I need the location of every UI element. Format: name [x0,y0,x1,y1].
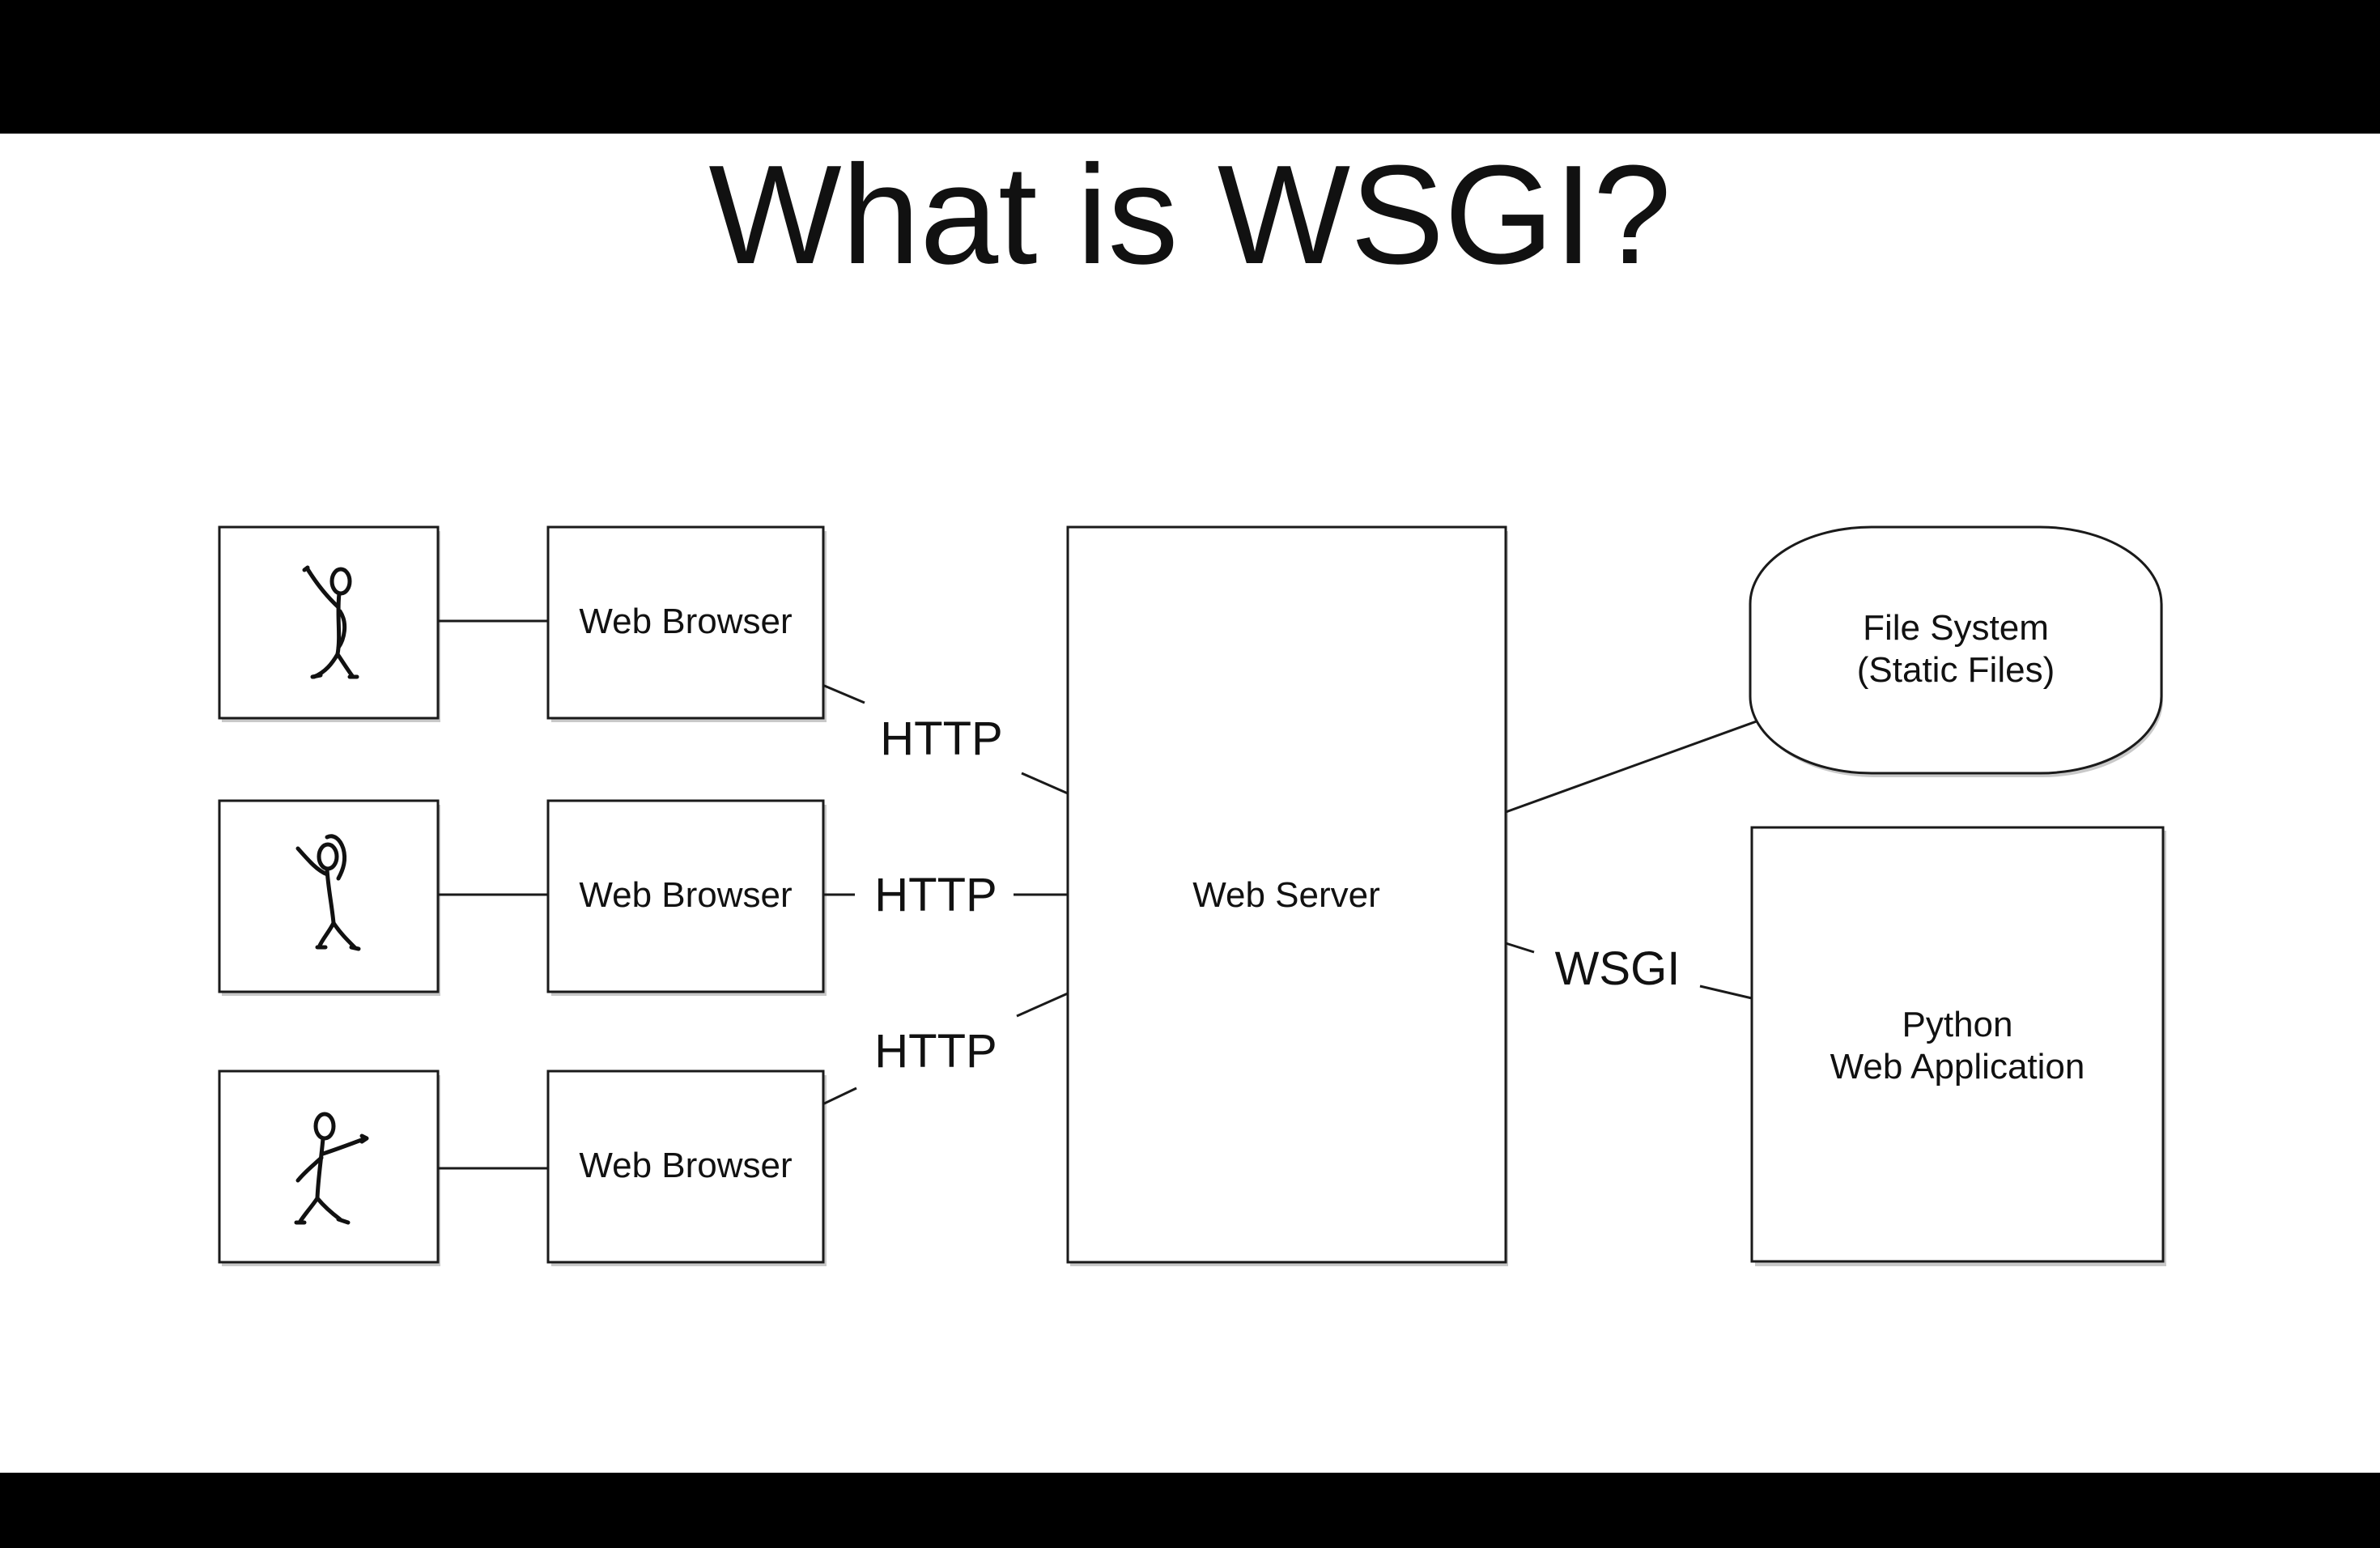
browser1-http-line-a [822,683,865,704]
browser-box-2: Web Browser [546,799,825,993]
user-box-1 [218,525,440,720]
connector-lines [439,619,1764,1170]
browser-label-1: Web Browser [579,602,792,641]
http-label-2: HTTP [874,869,997,921]
file-system-label-line2: (Static Files) [1857,650,2055,690]
browser3-http-line-b [1016,992,1069,1018]
server-filesystem-line [1505,717,1764,814]
file-system-label-line1: File System [1863,608,2049,648]
python-app-label-line1: Python [1902,1005,2013,1044]
slide-title: What is WSGI? [708,135,1672,293]
web-server-label: Web Server [1192,875,1380,915]
browser3-http-line-a [822,1087,857,1106]
python-app-label-line2: Web Application [1830,1047,2085,1087]
web-server-box: Web Server [1066,525,1507,1264]
browser-label-3: Web Browser [579,1146,792,1185]
http-label-3: HTTP [874,1025,997,1078]
wsgi-label: WSGI [1555,942,1681,995]
user-box-3 [218,1070,440,1264]
browser-box-1: Web Browser [546,525,825,720]
wsgi-app-line-b [1699,985,1753,1000]
python-web-application-box: Python Web Application [1750,826,2165,1263]
stick-figure-dancing-icon [295,834,361,951]
stick-figure-pointing-icon [294,1112,369,1225]
file-system-box: File System (Static Files) [1749,525,2163,775]
browser-box-3: Web Browser [546,1070,825,1264]
user-box-2 [218,799,440,993]
server-wsgi-line-a [1505,942,1535,954]
browser-label-2: Web Browser [579,875,792,915]
browser1-http-line-b [1021,772,1069,795]
http-label-1: HTTP [880,712,1002,765]
stick-figure-waving-icon [302,565,359,679]
